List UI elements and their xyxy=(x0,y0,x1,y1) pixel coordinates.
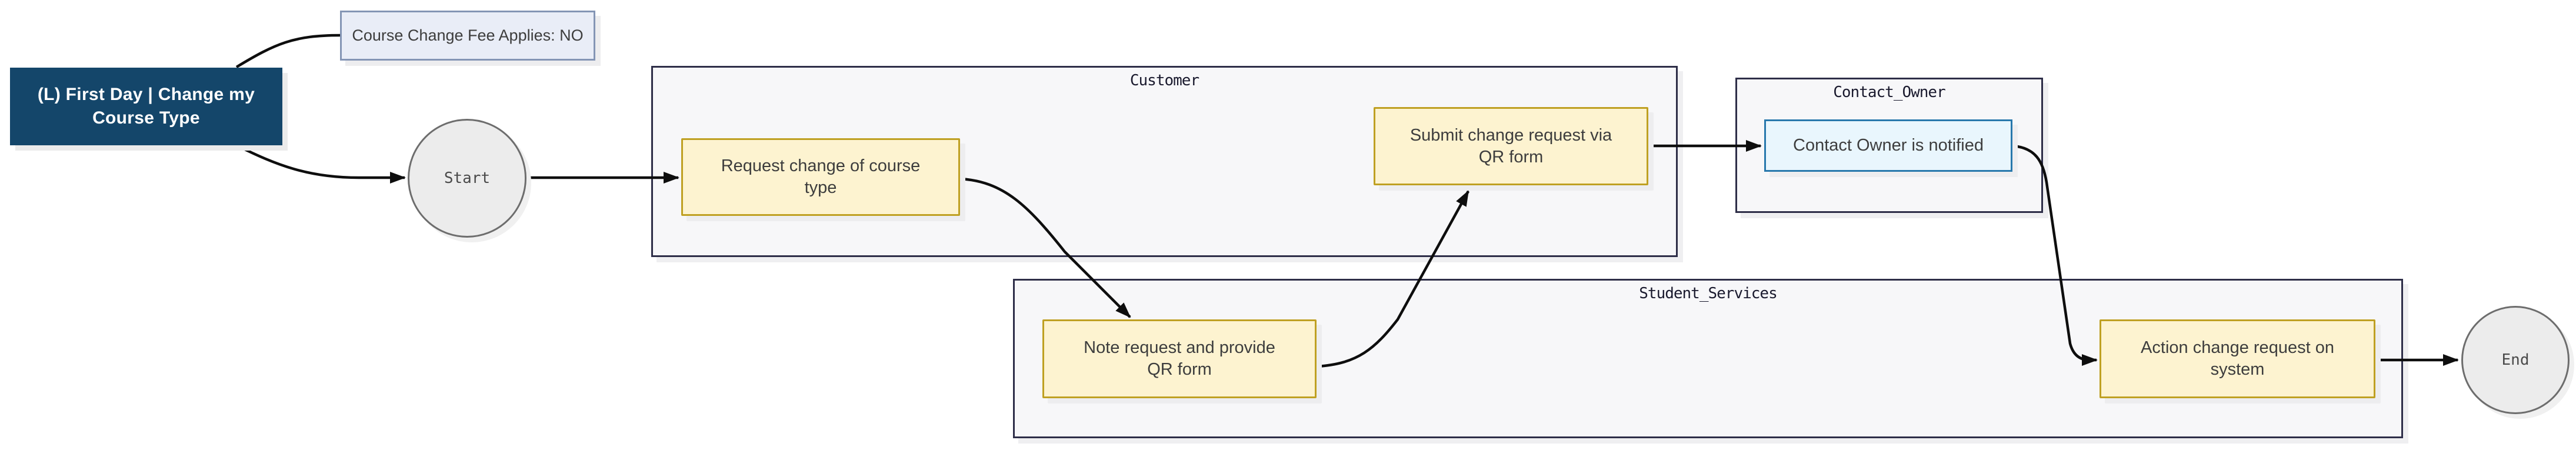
end-terminal: End xyxy=(2461,306,2570,414)
cluster-student-services-label: Student_Services xyxy=(1639,285,1777,302)
fee-note-label: Course Change Fee Applies: NO xyxy=(352,26,584,44)
task-action-request: Action change request on system xyxy=(2100,319,2375,398)
edge-title-to-start xyxy=(235,144,406,184)
task-note-request: Note request and provide QR form xyxy=(1042,319,1317,398)
cluster-contact-owner-label: Contact_Owner xyxy=(1833,84,1946,101)
process-title-label: (L) First Day | Change my Course Type xyxy=(37,85,255,128)
start-terminal-label: Start xyxy=(444,169,491,187)
task-note-request-label: Note request and provide QR form xyxy=(1084,338,1275,379)
task-submit-request-label: Submit change request via QR form xyxy=(1409,125,1612,166)
task-request-change: Request change of course type xyxy=(681,138,960,216)
task-action-request-label: Action change request on system xyxy=(2141,338,2334,379)
fee-note-node: Course Change Fee Applies: NO xyxy=(340,11,595,61)
task-submit-request: Submit change request via QR form xyxy=(1374,107,1648,185)
start-terminal: Start xyxy=(408,119,526,238)
edge-request-to-note-request xyxy=(959,177,1131,318)
edge-notify-to-action xyxy=(2012,144,2098,366)
event-contact-owner-notified: Contact Owner is notified xyxy=(1764,119,2012,172)
process-title-node: (L) First Day | Change my Course Type xyxy=(10,68,282,145)
task-request-change-label: Request change of course type xyxy=(721,156,921,197)
cluster-customer-label: Customer xyxy=(1129,72,1199,89)
event-contact-owner-notified-label: Contact Owner is notified xyxy=(1793,136,1984,155)
edge-note-request-to-submit xyxy=(1316,190,1469,368)
edge-title-to-note xyxy=(235,34,341,68)
end-terminal-label: End xyxy=(2501,351,2530,369)
